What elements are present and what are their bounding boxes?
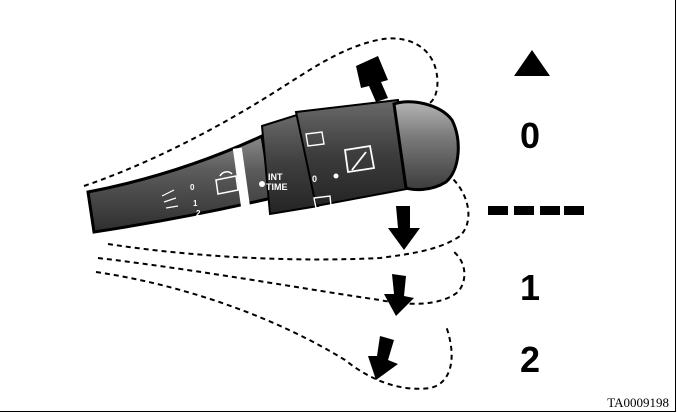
stalk-cap [392, 100, 460, 192]
mist-position-symbol [514, 50, 550, 76]
arrow-down-icon [388, 206, 420, 250]
off-position-label: 0 [519, 115, 541, 156]
washer-icon [215, 171, 239, 195]
ring-dot [333, 173, 339, 179]
scale-one-label: 1 [193, 199, 198, 208]
ring-time-label: TIME [266, 182, 288, 192]
intermittent-position-outline [107, 177, 470, 261]
high-position-outline [95, 271, 453, 390]
arrow-down-icon [368, 336, 398, 380]
wiper-stalk: INT TIME 0 0 1 2 [86, 98, 460, 234]
scale-two-label: 2 [196, 209, 201, 218]
intermittent-dash-3 [540, 206, 560, 215]
ring-int-label: INT [268, 172, 283, 182]
wiper-spray-icon [161, 189, 179, 209]
high-position-label: 2 [519, 339, 541, 380]
arrow-up-icon [356, 56, 388, 102]
low-position-outline [97, 251, 466, 305]
scale-zero-label: 0 [190, 183, 195, 192]
wiper-icon [343, 144, 376, 174]
direction-arrows [356, 56, 420, 380]
stalk-indicator-band [232, 147, 251, 209]
rear-washer-icon [313, 195, 332, 209]
rear-wiper-icon [305, 131, 325, 147]
arrow-down-icon [384, 274, 414, 316]
low-position-label: 1 [519, 267, 541, 308]
intermittent-dash-4 [564, 206, 584, 215]
mist-position-outline [83, 37, 439, 187]
position-outlines [83, 37, 470, 390]
ring-zero-label: 0 [312, 174, 317, 184]
int-time-dot [259, 181, 265, 187]
intermittent-dash-1 [488, 206, 508, 215]
intermittent-dash-2 [514, 206, 534, 215]
figure-id-label: TA0009198 [607, 395, 669, 410]
